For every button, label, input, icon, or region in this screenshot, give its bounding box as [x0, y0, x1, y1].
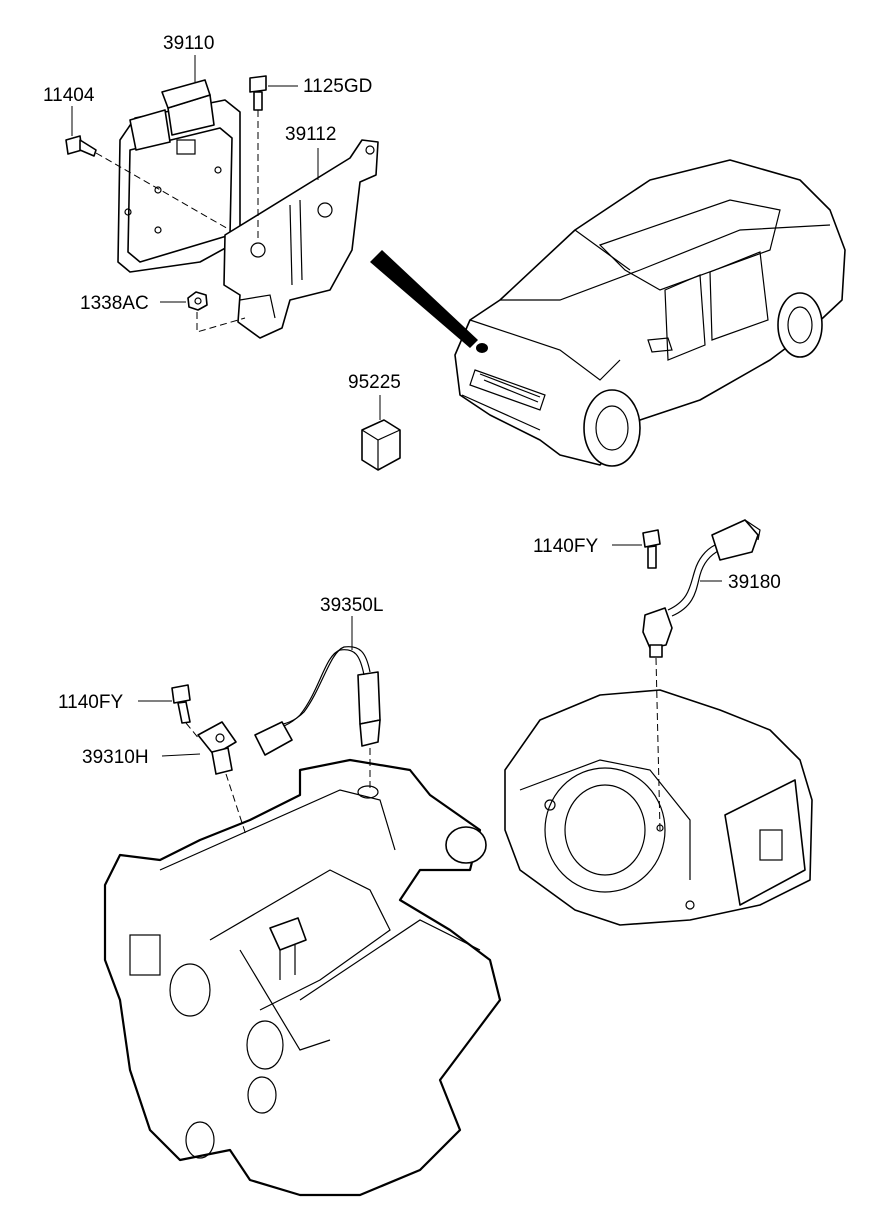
label-cam-bolt: 1140FY	[58, 692, 123, 713]
relay[interactable]	[361, 419, 401, 471]
crank-position-sensor[interactable]	[642, 519, 761, 658]
label-nut: 1338AC	[80, 293, 149, 314]
label-ecu: 39110	[163, 33, 214, 54]
location-marker	[476, 343, 488, 353]
cam-bolt[interactable]	[171, 684, 191, 724]
ecu-bolt-dashline	[95, 152, 231, 231]
location-arrow	[370, 250, 478, 348]
cam-position-sensor[interactable]	[197, 721, 237, 775]
nut[interactable]	[187, 291, 208, 311]
cam-sensor-leader	[161, 753, 201, 757]
engine-block	[103, 758, 502, 1197]
label-oxygen-sensor: 39350L	[320, 595, 383, 616]
label-bracket: 39112	[285, 124, 336, 145]
oxygen-sensor[interactable]	[254, 646, 381, 756]
label-crank-sensor: 39180	[728, 572, 781, 593]
label-bracket-bolt: 1125GD	[303, 76, 372, 97]
trans-sensor-dashline	[655, 657, 661, 831]
bracket-bolt[interactable]	[249, 75, 267, 111]
nut-dashline	[196, 312, 246, 333]
ecu-bolt[interactable]	[65, 135, 97, 157]
transmission	[504, 689, 813, 926]
label-relay: 95225	[348, 372, 401, 393]
vehicle-illustration	[454, 159, 846, 467]
label-trans-bolt: 1140FY	[533, 536, 598, 557]
label-cam-sensor: 39310H	[82, 747, 149, 768]
ecu-module[interactable]	[117, 79, 241, 273]
label-ecu-bolt: 11404	[43, 85, 95, 106]
trans-bolt[interactable]	[642, 529, 661, 569]
ecu-bracket[interactable]	[223, 139, 379, 339]
cam-bolt-dashline	[185, 722, 201, 741]
